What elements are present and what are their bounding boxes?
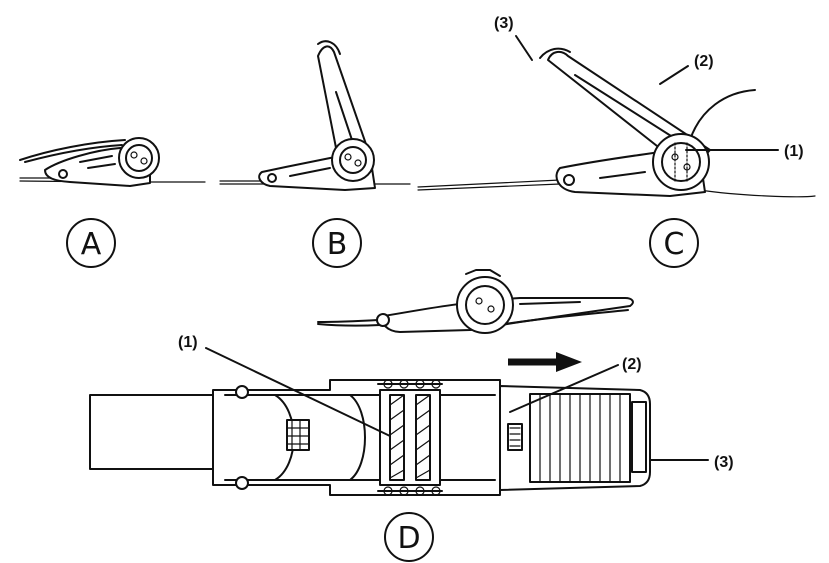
figure-label-ring-c — [649, 218, 699, 268]
figure-label-ring-a — [66, 218, 116, 268]
callout-d-2: (2) — [622, 356, 642, 373]
ratchet-side-view-illustration — [317, 269, 634, 334]
figure-label-ring-b — [312, 218, 362, 268]
figure-label-ring-d — [384, 512, 434, 562]
callout-leader-c-2 — [659, 65, 689, 85]
callout-c-2: (2) — [694, 53, 714, 70]
ratchet-top-view-illustration — [89, 379, 651, 496]
figure-label-c: C — [664, 227, 685, 262]
ratchet-closed-illustration — [19, 137, 206, 187]
callout-leader-d-1 — [205, 347, 391, 437]
direction-arrow-icon — [508, 352, 582, 372]
callout-d-3: (3) — [714, 454, 734, 471]
figure-label-a: A — [81, 227, 102, 262]
callout-leader-c-3 — [515, 35, 533, 61]
callout-leader-d-2 — [509, 364, 619, 413]
callout-c-3: (3) — [494, 15, 514, 32]
callout-d-1: (1) — [178, 334, 198, 351]
callout-c-1: (1) — [784, 143, 804, 160]
ratchet-raised-illustration — [219, 40, 411, 191]
figure-label-d: D — [397, 521, 420, 556]
figure-label-b: B — [327, 227, 348, 262]
ratchet-open-illustration — [417, 47, 816, 198]
